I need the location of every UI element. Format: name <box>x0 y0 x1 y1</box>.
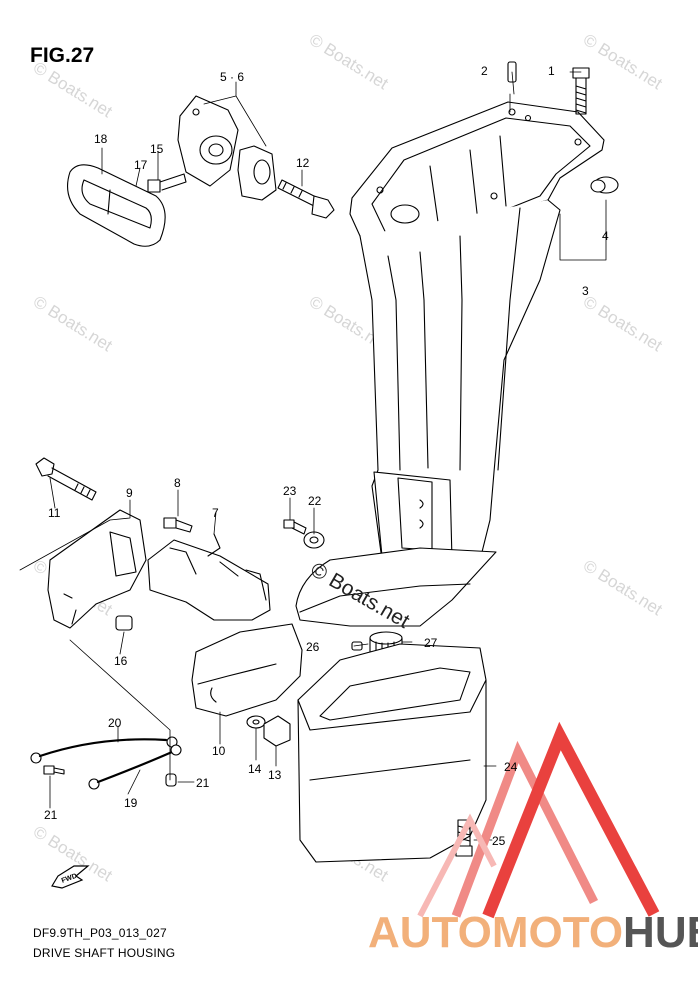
diagram-name: DRIVE SHAFT HOUSING <box>33 946 176 960</box>
callout-label: 15 <box>150 142 164 156</box>
leader-lines <box>19 71 607 841</box>
callout-label: 12 <box>296 156 310 170</box>
bolt-part-1 <box>572 67 590 115</box>
callout-label: 17 <box>134 158 148 172</box>
callout-label: 2 <box>481 64 488 78</box>
callout-label: 25 <box>492 834 506 848</box>
callout-label: 21 <box>44 808 58 822</box>
logo-wordmark: AUTOMOTOHUB <box>368 908 698 958</box>
pin-part-26 <box>351 641 363 651</box>
long-bolt-part-11 <box>35 457 97 501</box>
callout-label: 23 <box>283 484 297 498</box>
callout-label: 8 <box>174 476 181 490</box>
washer-part-14 <box>246 715 266 729</box>
callout-label: 16 <box>114 654 128 668</box>
forward-arrow-icon: FWD <box>51 865 90 889</box>
callout-label: 27 <box>424 636 438 650</box>
automotohub-logo-mark <box>417 721 660 919</box>
ground-wire-part-20 <box>30 736 178 764</box>
callout-label: 5 · 6 <box>220 70 245 84</box>
logo-word-part1: AUTOMOTO <box>368 908 624 957</box>
upper-mount-bracket-part-9 <box>47 509 147 629</box>
nut-part-13 <box>263 715 291 747</box>
screw-part-21a <box>43 765 65 775</box>
logo-word-part2: HUB <box>623 908 698 957</box>
callout-label: 18 <box>94 132 108 146</box>
callout-label: 4 <box>602 229 609 243</box>
callout-label: 1 <box>548 64 555 78</box>
lower-mount-cover-part-10 <box>191 623 303 717</box>
callout-label: 26 <box>306 640 320 654</box>
callout-label: 9 <box>126 486 133 500</box>
ground-wire-part-19 <box>88 744 182 790</box>
bolt-part-12 <box>277 179 335 219</box>
bushing-part-16 <box>115 615 133 631</box>
mount-rubber-part-7 <box>147 533 271 621</box>
callout-label: 14 <box>248 762 262 776</box>
lower-cover-part-24 <box>297 643 487 863</box>
callout-label: 11 <box>48 506 61 520</box>
callout-label: 10 <box>212 744 226 758</box>
callout-label: 19 <box>124 796 138 810</box>
callout-label: 20 <box>108 716 122 730</box>
rubber-mount-part-18 <box>67 164 166 247</box>
figure-title: FIG.27 <box>30 44 95 67</box>
bolt-part-8 <box>163 517 193 533</box>
bolt-part-15 <box>147 173 187 193</box>
diagram-code: DF9.9TH_P03_013_027 <box>33 926 167 940</box>
automotohub-logo: AUTOMOTOHUB <box>366 728 698 974</box>
drive-shaft-housing-part <box>295 101 605 627</box>
callout-label: 24 <box>504 760 518 774</box>
callout-label: 3 <box>582 284 589 298</box>
callout-label: 22 <box>308 494 322 508</box>
grommet-part-4 <box>590 176 619 194</box>
callout-label: 13 <box>268 768 282 782</box>
screw-part-21b <box>165 773 177 787</box>
callout-label: 7 <box>212 506 219 520</box>
callout-label: 21 <box>196 776 210 790</box>
bolt-part-23 <box>283 519 307 535</box>
clamp-bracket-part-5-6 <box>177 95 277 201</box>
